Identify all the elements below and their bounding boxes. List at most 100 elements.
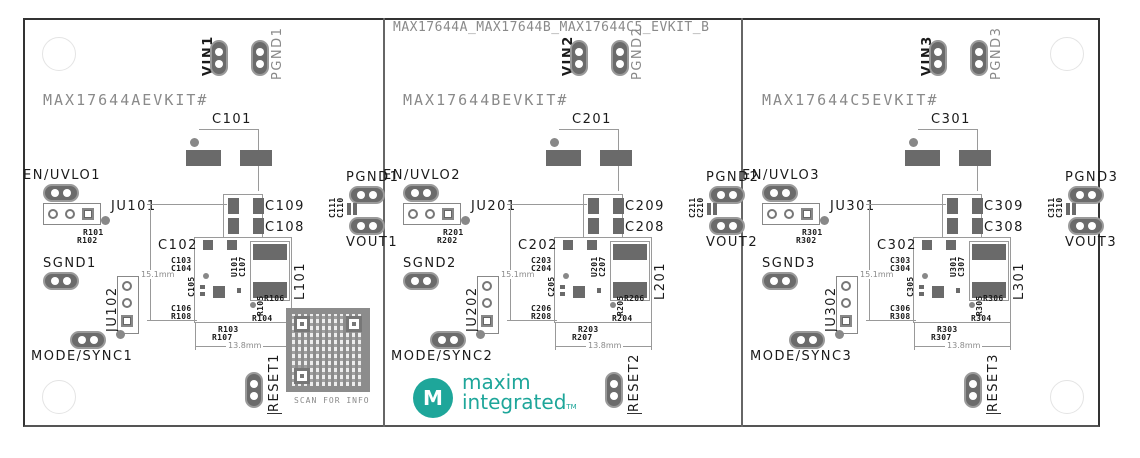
resistor-label: R307: [931, 333, 952, 342]
width-dimension: 13.8mm: [945, 341, 983, 350]
pgnd-right-terminal[interactable]: [1068, 186, 1104, 204]
pin1-dot: [835, 330, 844, 339]
inductor-pad: [253, 282, 287, 298]
reset-label: RESET3: [986, 353, 1001, 414]
jumper1-label: JU101: [111, 199, 157, 214]
sgnd-terminal[interactable]: [762, 272, 798, 290]
vin-terminal[interactable]: [210, 40, 228, 76]
smd-pad: [200, 285, 205, 289]
pgnd-right-label: PGND2: [706, 170, 760, 185]
smd-pad: [560, 292, 565, 296]
vout-terminal[interactable]: [349, 217, 385, 235]
panel-title: MAX17644A_MAX17644B_MAX17644C5_EVKIT_B: [393, 20, 710, 35]
jumper-header[interactable]: [836, 276, 858, 334]
cap-label: C104: [171, 264, 192, 273]
sgnd-terminal[interactable]: [403, 272, 439, 290]
component-area-outline: [554, 237, 652, 323]
polarity-dot: [190, 138, 199, 147]
pin1-dot: [203, 273, 209, 279]
pgnd-top-terminal[interactable]: [970, 40, 988, 76]
resistor-label: R301: [802, 228, 823, 237]
cap-pad: [1066, 203, 1070, 215]
cap-label: C103: [171, 256, 192, 265]
cap-label: C107: [238, 256, 247, 277]
cap-pad: [253, 218, 264, 234]
jumper-header[interactable]: [477, 276, 499, 334]
qr-finder: [294, 316, 310, 332]
resistor-label: R308: [890, 312, 911, 321]
cap-pad: [947, 198, 958, 214]
smd-pad: [560, 285, 565, 289]
ic-package: [573, 286, 585, 298]
reset-terminal[interactable]: [245, 372, 263, 408]
mode-sync-label: MODE/SYNC1: [31, 349, 134, 364]
dimension-line: [507, 320, 557, 321]
dimension-line: [507, 204, 587, 205]
cap-pad: [905, 150, 940, 166]
output-cap-label: C309: [984, 199, 1024, 214]
cap-pad: [922, 240, 932, 250]
en-uvlo-terminal[interactable]: [43, 184, 79, 202]
en-uvlo-terminal[interactable]: [762, 184, 798, 202]
smd-pad: [919, 292, 924, 296]
pgnd-top-terminal[interactable]: [611, 40, 629, 76]
component-area-outline: [194, 237, 292, 323]
mode-sync-terminal[interactable]: [70, 331, 106, 349]
pgnd-top-label: PGND2: [630, 26, 645, 80]
jumper-header[interactable]: [762, 203, 820, 225]
input-cap-label: C101: [212, 112, 252, 127]
mode-sync-terminal[interactable]: [430, 331, 466, 349]
cap-label: C307: [957, 256, 966, 277]
pgnd-right-terminal[interactable]: [709, 186, 745, 204]
reset-terminal[interactable]: [605, 372, 623, 408]
mode-sync-terminal[interactable]: [789, 331, 825, 349]
cap-label: C306: [890, 304, 911, 313]
header-pin-1: [801, 208, 813, 220]
resistor-label: R103: [218, 325, 239, 334]
sgnd-label: SGND2: [403, 256, 457, 271]
smd-pad: [237, 288, 241, 293]
resistor-label: R107: [212, 333, 233, 342]
pin1-dot: [922, 273, 928, 279]
sgnd-terminal[interactable]: [43, 272, 79, 290]
vin-terminal[interactable]: [929, 40, 947, 76]
width-dimension: 13.8mm: [226, 341, 264, 350]
resistor-label: R102: [77, 236, 98, 245]
cap-pad: [713, 203, 717, 215]
pin1-dot: [476, 330, 485, 339]
evkit-board-2: MAX17644BEVKIT# VIN2 PGND2 C201 EN/UVLO2…: [383, 0, 758, 458]
vout-label: VOUT3: [1065, 235, 1118, 250]
vout-terminal[interactable]: [709, 217, 745, 235]
pgnd-right-terminal[interactable]: [349, 186, 385, 204]
jumper2-label: JU102: [105, 286, 120, 332]
vout-terminal[interactable]: [1068, 217, 1104, 235]
cap-pad: [613, 218, 624, 234]
pin1-dot: [563, 273, 569, 279]
en-uvlo-terminal[interactable]: [403, 184, 439, 202]
smd-pad: [200, 292, 205, 296]
jumper-header[interactable]: [43, 203, 101, 225]
cap-pad: [972, 218, 983, 234]
cap-pad: [946, 240, 956, 250]
inductor-label: L201: [653, 261, 668, 300]
resistor-label: R206: [624, 294, 645, 303]
inductor-outline: [969, 241, 1009, 301]
vin-terminal[interactable]: [570, 40, 588, 76]
logo-tm: TM: [566, 403, 577, 411]
inductor-pad: [613, 282, 647, 298]
mode-sync-label: MODE/SYNC2: [391, 349, 494, 364]
pgnd-top-terminal[interactable]: [251, 40, 269, 76]
logo-line2-wrap: integratedTM: [462, 392, 577, 417]
logo-line1: maxim: [462, 370, 531, 394]
reset-terminal[interactable]: [964, 372, 982, 408]
jumper-header[interactable]: [403, 203, 461, 225]
jumper-header[interactable]: [117, 276, 139, 334]
cap-pad: [972, 198, 983, 214]
cap-pad: [613, 198, 624, 214]
pin1-dot: [969, 302, 975, 308]
smd-pad: [919, 285, 924, 289]
component-area-outline: [913, 237, 1011, 323]
qr-code[interactable]: [286, 308, 370, 392]
cap-label: C310: [1055, 197, 1064, 218]
dimension-line: [195, 322, 196, 350]
